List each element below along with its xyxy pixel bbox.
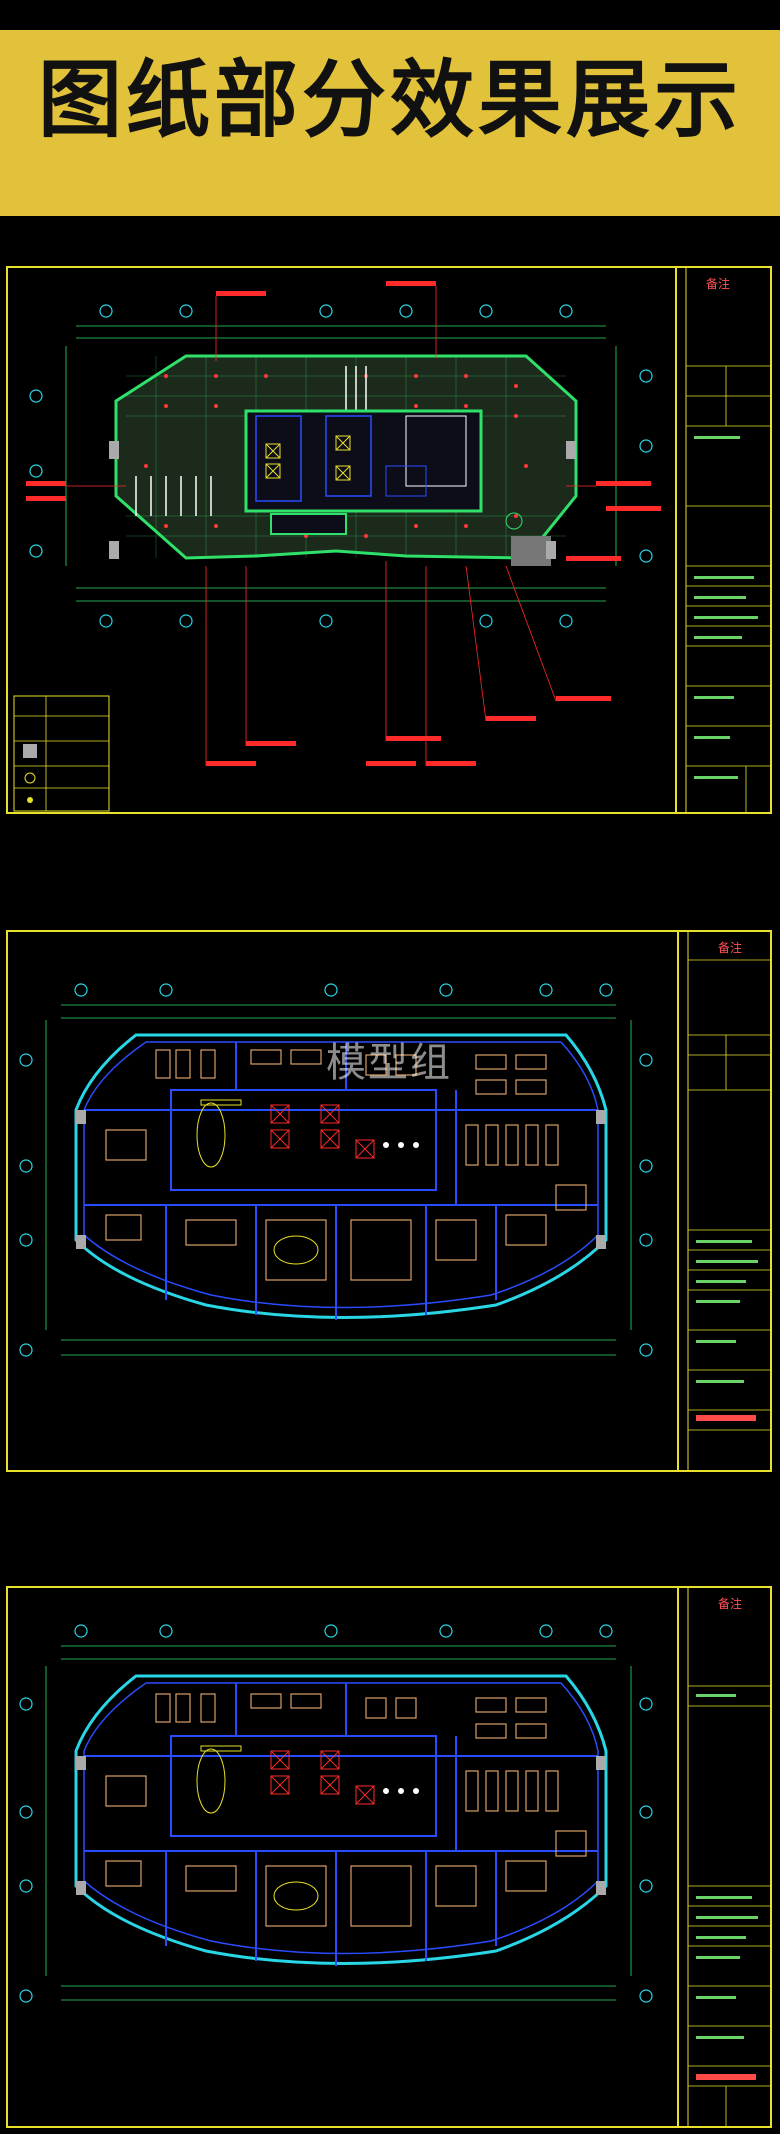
drawing-layout-plan: 备注 [6, 1586, 772, 2134]
title-block-header: 备注 [718, 1596, 742, 1611]
cad-sheet-3: 备注 [6, 1586, 772, 2128]
banner-title: 图纸部分效果展示 [37, 51, 742, 149]
title-block-header: 备注 [718, 940, 742, 955]
cad-sheet-1: 备注 [6, 266, 772, 814]
drawing-furniture-plan: 备注 [6, 930, 772, 1475]
watermark-text: 模型组 [326, 1040, 452, 1086]
banner [0, 30, 780, 216]
cad-sheet-2: 备注 [6, 930, 772, 1472]
drawing-ceiling-plan: 备注 [6, 266, 772, 816]
title-block-header: 备注 [706, 276, 730, 291]
